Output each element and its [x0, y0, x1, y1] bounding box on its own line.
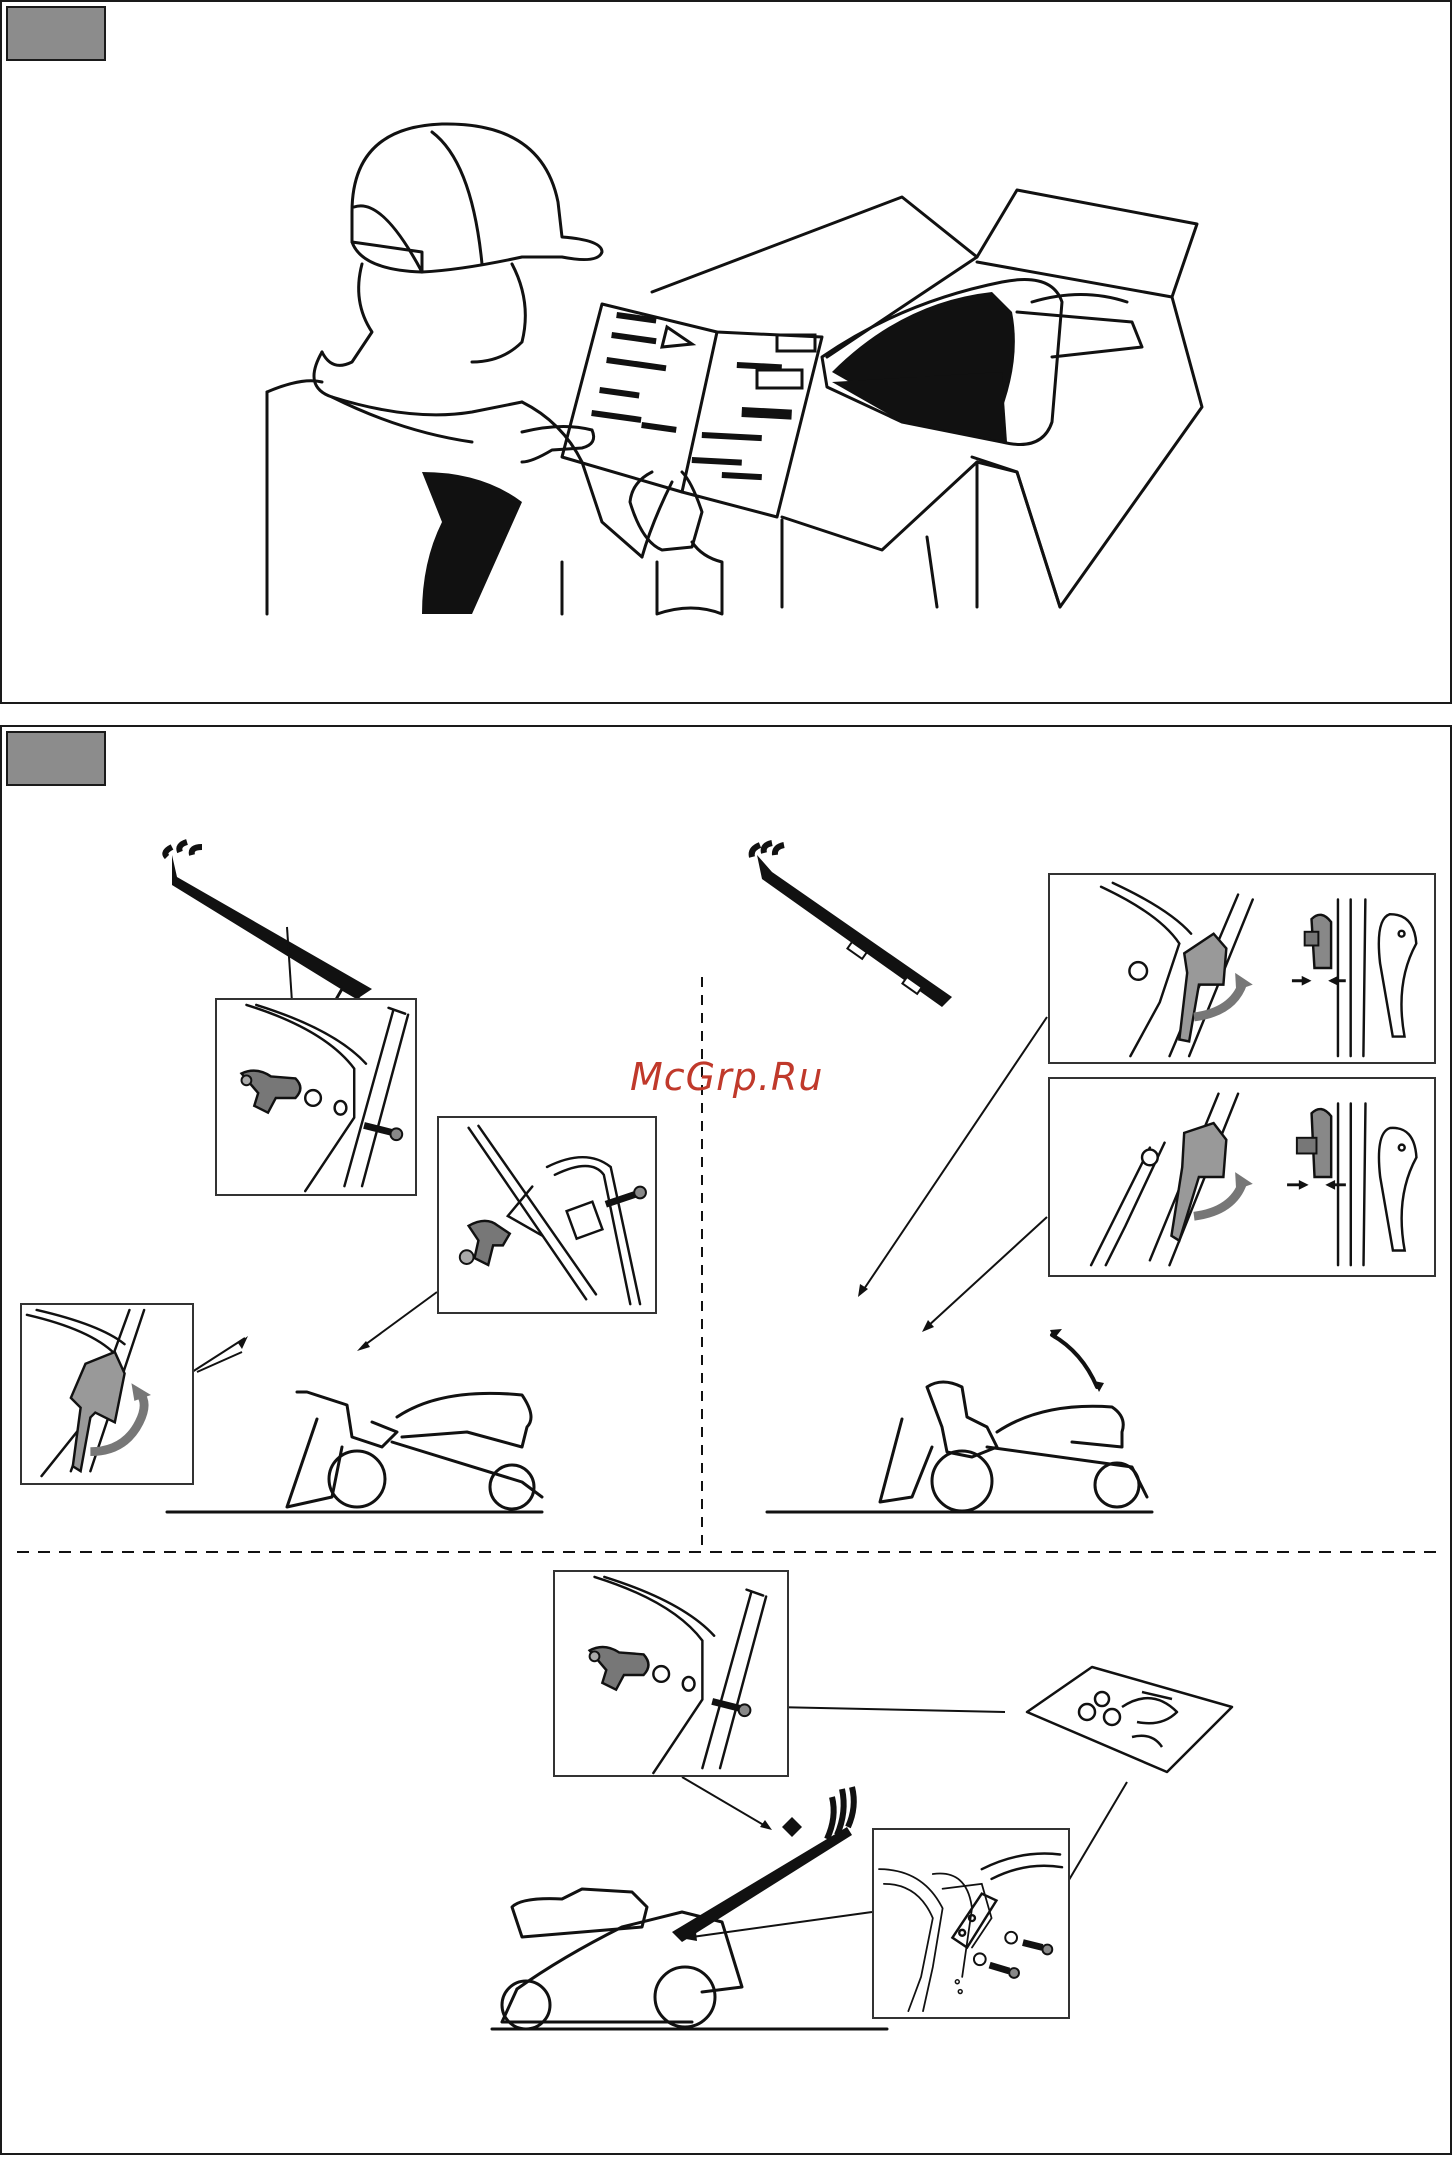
lever-latch-detail-icon	[20, 1303, 194, 1485]
person-reading-manual-illustration	[2, 2, 1452, 706]
handle-attach-final-illustration	[492, 1889, 887, 2029]
step-panel-1	[0, 0, 1452, 704]
parts-bag-icon	[1027, 1667, 1232, 1772]
knob-bolt-side-detail-icon	[437, 1116, 657, 1314]
handle-height-adjust-icon	[767, 1335, 1152, 1512]
handle-assembly-step-illustration	[167, 1392, 542, 1512]
lever-latch-open-detail-icon	[1048, 873, 1436, 1064]
knob-bolt-detail-icon-bottom	[553, 1570, 789, 1777]
knob-bolt-detail-icon	[215, 998, 417, 1196]
lower-handle-bolt-detail-icon	[872, 1828, 1070, 2019]
watermark-text: McGrp.Ru	[630, 1055, 823, 1099]
lever-latch-closed-detail-icon	[1048, 1077, 1436, 1277]
step-panel-2	[0, 725, 1452, 2155]
